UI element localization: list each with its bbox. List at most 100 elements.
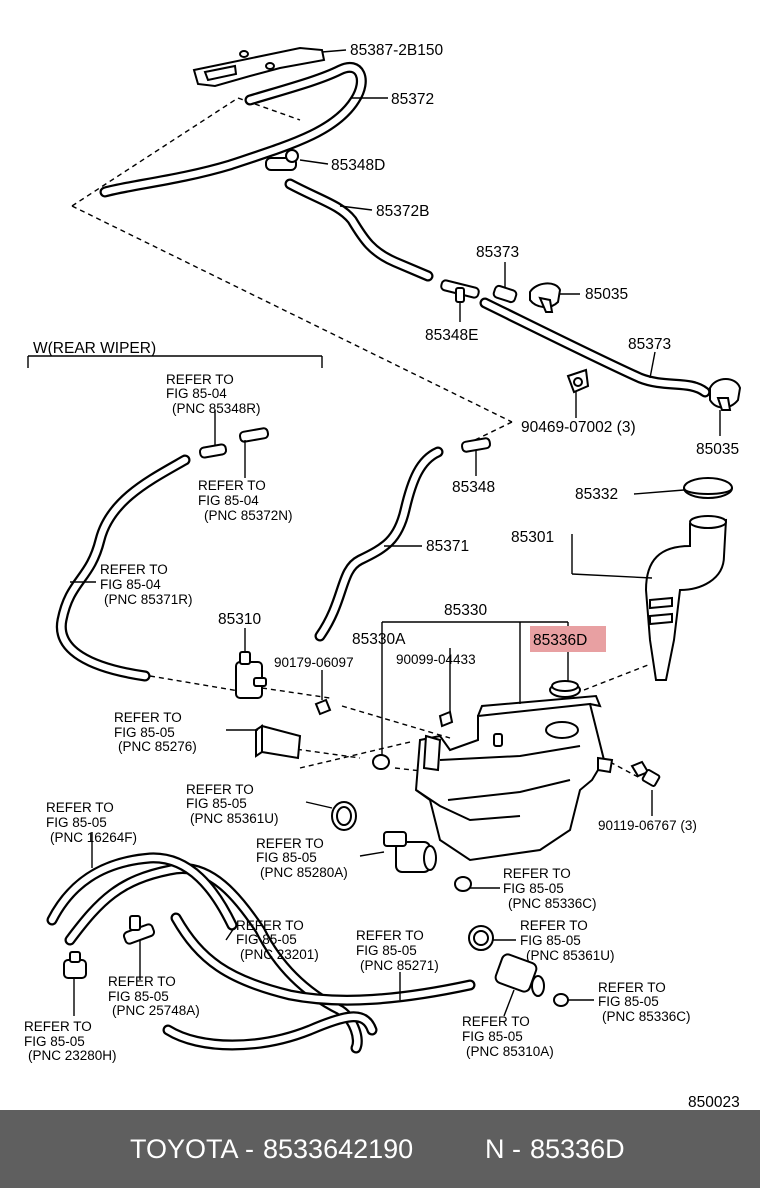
refer-85348r: REFER TO FIG 85-04 (PNC 85348R) [166, 372, 261, 416]
refer-line: (PNC 85348R) [172, 401, 261, 416]
refer-85371r: REFER TO FIG 85-04 (PNC 85371R) [100, 562, 193, 607]
refer-85276: REFER TO FIG 85-05 (PNC 85276) [114, 710, 197, 754]
refer-line: REFER TO [198, 478, 266, 493]
refer-line: REFER TO [256, 836, 324, 851]
part-labels: 85387-2B150 85372 85348D 85372B 85373 85… [33, 42, 740, 1110]
refer-16264f: REFER TO FIG 85-05 (PNC 16264F) [46, 800, 137, 845]
cap-85332 [683, 477, 733, 499]
hose-85371 [314, 446, 444, 642]
refer-line: REFER TO [46, 800, 114, 815]
label-90469: 90469-07002 (3) [521, 419, 636, 436]
footer-pnc: 85336D [530, 1134, 625, 1164]
refer-line: FIG 85-05 [356, 943, 417, 958]
refer-line: FIG 85-05 [236, 932, 297, 947]
refer-line: (PNC 85336C) [508, 896, 597, 911]
refer-line: (PNC 85310A) [466, 1044, 554, 1059]
refer-85280a: REFER TO FIG 85-05 (PNC 85280A) [256, 836, 348, 880]
refer-labels: REFER TO FIG 85-04 (PNC 85348R) REFER TO… [24, 372, 691, 1063]
refer-line: REFER TO [236, 918, 304, 933]
bracket-85276 [255, 724, 302, 760]
refer-line: (PNC 85280A) [260, 865, 348, 880]
refer-line: FIG 85-05 [256, 850, 317, 865]
nozzle-85035 [709, 378, 742, 411]
hose-85373 [479, 297, 711, 398]
refer-25748a: REFER TO FIG 85-05 (PNC 25748A) [108, 974, 200, 1018]
label-85035: 85035 [696, 441, 739, 458]
connector-85348r [198, 443, 228, 459]
pump-85310a [494, 953, 545, 997]
refer-line: (PNC 23201) [240, 947, 319, 962]
refer-line: (PNC 85361U) [190, 811, 279, 826]
hose-85372b [284, 178, 434, 282]
hose-rear-85371r [55, 454, 191, 682]
refer-line: (PNC 85372N) [204, 508, 293, 523]
refer-85310a: REFER TO FIG 85-05 (PNC 85310A) [462, 1014, 554, 1059]
label-85332: 85332 [575, 486, 618, 503]
highlight-box-85336d [530, 626, 606, 652]
refer-line: REFER TO [503, 866, 571, 881]
refer-85336c: REFER TO FIG 85-05 (PNC 85336C) [503, 866, 597, 911]
label-85336d: 85336D [533, 632, 587, 649]
refer-line: REFER TO [166, 372, 234, 387]
nozzle-85035-top [529, 282, 562, 313]
refer-line: FIG 85-04 [100, 577, 161, 592]
refer-line: REFER TO [356, 928, 424, 943]
label-85372b: 85372B [376, 203, 429, 220]
grommet-85336c-2 [553, 993, 569, 1007]
washer-tank-85330 [414, 694, 614, 862]
leader-lines [27, 49, 721, 1017]
refer-line: REFER TO [186, 782, 254, 797]
hose-85372 [99, 61, 367, 198]
refer-85372n: REFER TO FIG 85-04 (PNC 85372N) [198, 478, 293, 523]
refer-line: REFER TO [108, 974, 176, 989]
connector-85348e [440, 279, 480, 303]
clip-90179 [314, 698, 332, 716]
refer-line: REFER TO [100, 562, 168, 577]
refer-line: FIG 85-05 [108, 989, 169, 1004]
label-85372: 85372 [391, 91, 434, 108]
grommet-85336c [454, 876, 472, 892]
refer-line: REFER TO [520, 918, 588, 933]
bolt-90119 [630, 760, 661, 787]
label-diagram-number: 850023 [688, 1094, 740, 1110]
refer-line: FIG 85-05 [24, 1034, 85, 1049]
refer-line: REFER TO [462, 1014, 530, 1029]
refer-85361u-2: REFER TO FIG 85-05 (PNC 85361U) [520, 918, 615, 963]
refer-line: FIG 85-05 [462, 1029, 523, 1044]
inlet-85301 [644, 515, 728, 681]
refer-85361u: REFER TO FIG 85-05 (PNC 85361U) [186, 782, 279, 826]
footer-part-number: 8533642190 [263, 1134, 414, 1164]
label-85373: 85373 [628, 336, 671, 353]
refer-line: (PNC 85361U) [526, 948, 615, 963]
connector-25748a [122, 915, 156, 945]
footer-separator: - [245, 1134, 254, 1164]
label-rear-wiper: W(REAR WIPER) [33, 340, 156, 357]
refer-line: (PNC 85371R) [104, 592, 193, 607]
refer-line: (PNC 25748A) [112, 1003, 200, 1018]
refer-85336c-2: REFER TO FIG 85-05 (PNC 85336C) [598, 980, 691, 1024]
connector-23280h [63, 951, 87, 979]
footer-brand: TOYOTA [130, 1134, 239, 1164]
refer-line: FIG 85-05 [520, 933, 581, 948]
connector-85348d [265, 149, 299, 171]
refer-line: FIG 85-05 [598, 994, 659, 1009]
dashed-guide-lines [71, 97, 649, 779]
bolt-90099 [438, 710, 454, 728]
label-85035-top: 85035 [585, 286, 628, 303]
pump-85310 [235, 651, 267, 699]
hose-85373-top [492, 284, 518, 304]
refer-line: FIG 85-04 [198, 493, 259, 508]
clamp-85361u [331, 801, 357, 831]
label-85330: 85330 [444, 602, 487, 619]
refer-line: FIG 85-04 [166, 386, 227, 401]
refer-line: FIG 85-05 [114, 725, 175, 740]
label-85373-top: 85373 [476, 244, 519, 261]
refer-line: REFER TO [598, 980, 666, 995]
grommet-85336d [549, 680, 581, 698]
label-85330a: 85330A [352, 631, 406, 648]
grommet-85330a [372, 754, 390, 770]
label-85310: 85310 [218, 611, 261, 628]
clamp-85361u-2 [468, 925, 494, 951]
label-90179: 90179-06097 [274, 655, 354, 670]
hose-85372n [238, 427, 270, 443]
